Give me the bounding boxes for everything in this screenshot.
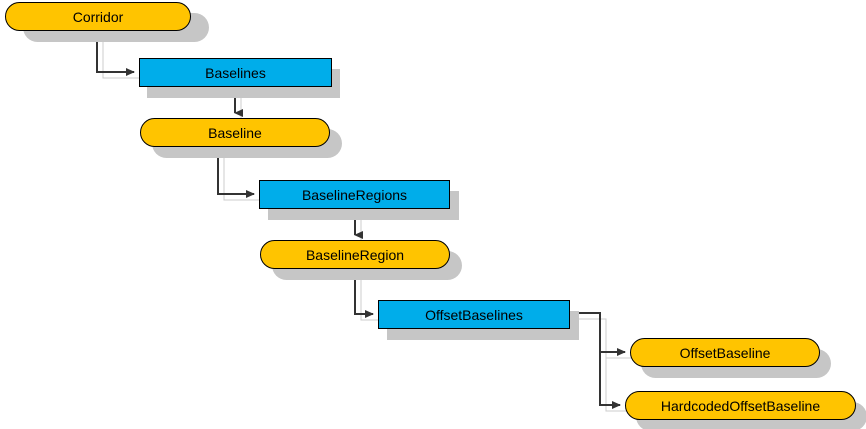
- connector-shadow-offset-baselines-to-offset-baseline: [576, 318, 636, 359]
- node-label-baseline-region: BaselineRegion: [305, 246, 405, 263]
- node-label-corridor: Corridor: [72, 8, 124, 25]
- node-label-offset-baselines: OffsetBaselines: [425, 306, 523, 323]
- connector-offset-baselines-to-hardcoded: [599, 313, 621, 409]
- node-label-baseline-regions: BaselineRegions: [301, 186, 408, 203]
- node-label-offset-baseline: OffsetBaseline: [679, 344, 771, 361]
- node-baseline-region[interactable]: BaselineRegion: [260, 240, 450, 269]
- node-label-baseline: Baseline: [208, 124, 262, 141]
- node-corridor[interactable]: Corridor: [5, 2, 191, 31]
- node-baselines[interactable]: Baselines: [139, 58, 332, 87]
- node-label-hardcoded-offset-baseline: HardcodedOffsetBaseline: [660, 397, 821, 414]
- node-offset-baselines[interactable]: OffsetBaselines: [378, 300, 570, 329]
- node-baseline[interactable]: Baseline: [140, 118, 330, 147]
- node-hardcoded-offset-baseline[interactable]: HardcodedOffsetBaseline: [625, 391, 856, 420]
- node-label-baselines: Baselines: [205, 64, 266, 81]
- node-baseline-regions[interactable]: BaselineRegions: [259, 180, 450, 209]
- node-offset-baseline[interactable]: OffsetBaseline: [630, 338, 820, 367]
- connector-shadow-offset-baselines-to-hardcoded: [576, 318, 631, 412]
